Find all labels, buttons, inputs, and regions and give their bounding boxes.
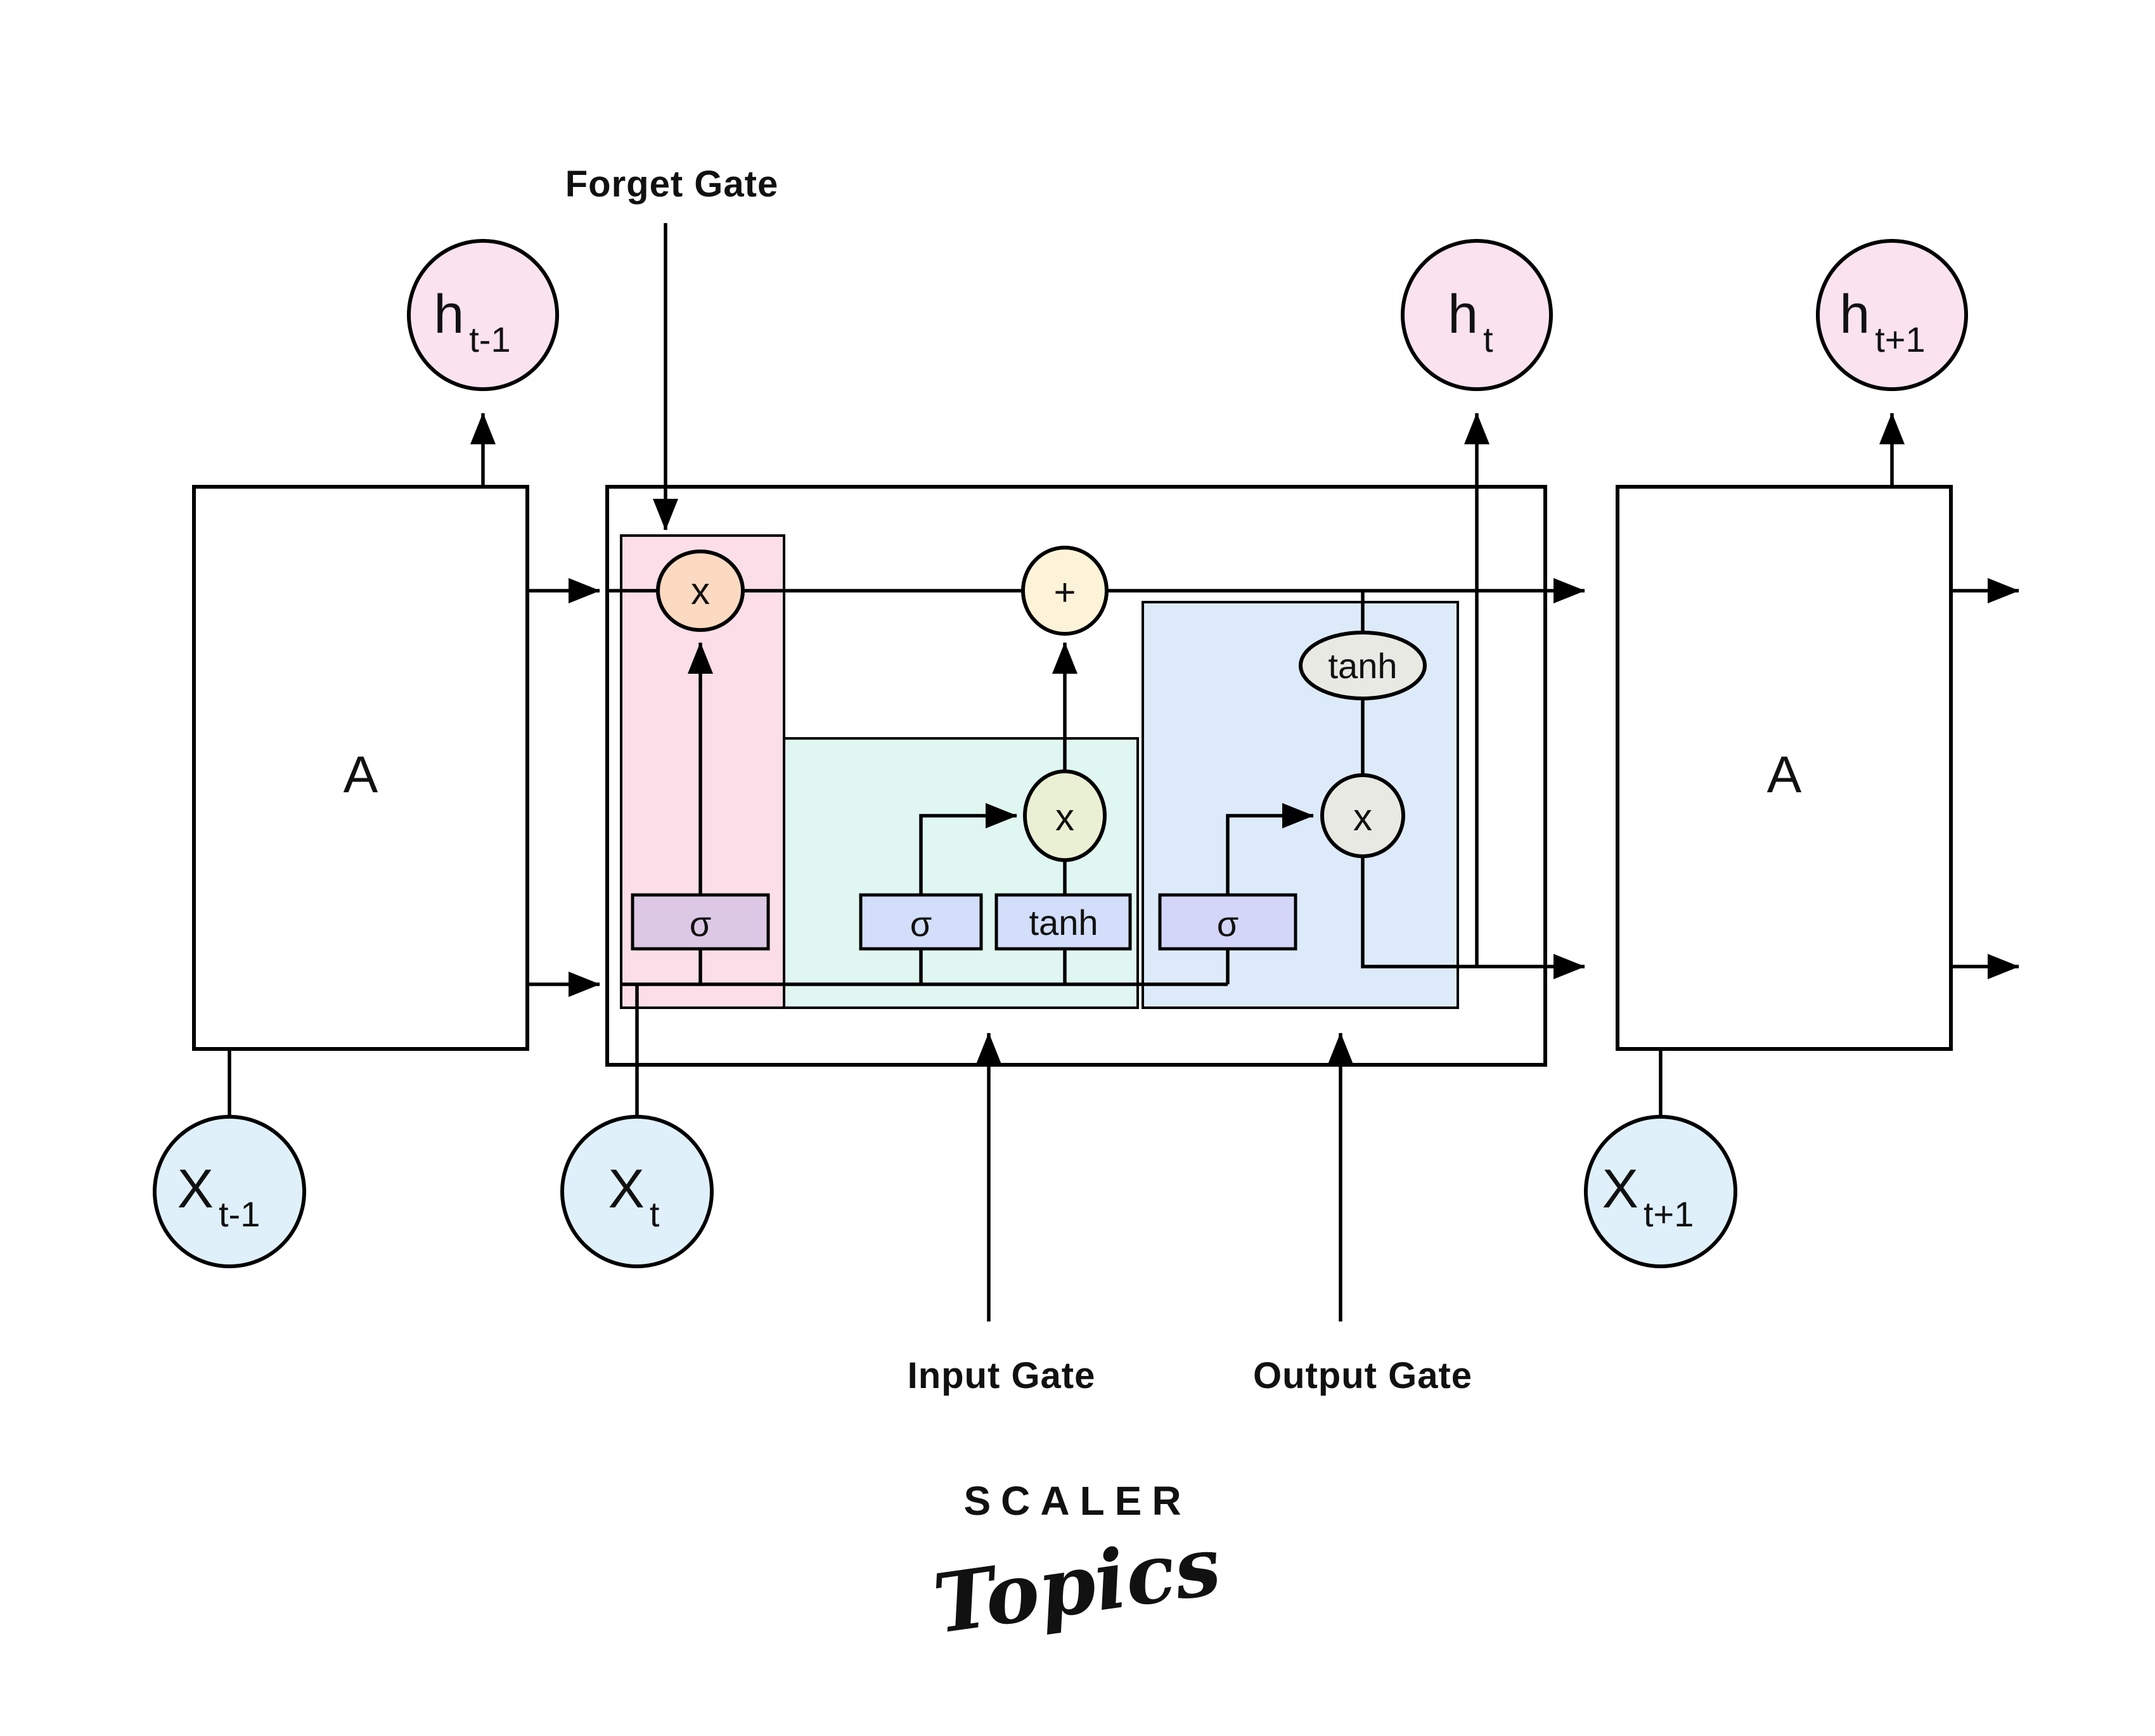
input-sigma-label: σ [910,904,932,944]
add-label: + [1053,571,1076,614]
hidden-output-line [1361,856,1585,979]
text-layer: Forget Gate Input Gate Output Gate A A h… [177,164,1926,1396]
input-tanh-label: tanh [1029,903,1098,942]
right-a-label: A [1767,746,1802,804]
x-t-node [560,1115,714,1268]
scaler-topics-logo: SCALER Topics [928,1478,1226,1652]
h-prev-node [407,239,559,391]
forget-multiply-node [656,550,745,632]
output-tanh-label: tanh [1328,646,1398,686]
add-node [1021,546,1109,636]
output-multiply-node [1320,773,1405,858]
forget-sigma-box [631,893,770,951]
io-nodes [153,239,1968,1268]
output-multiply-label: x [1353,796,1372,839]
output-sigma-label: σ [1217,904,1239,944]
input-multiply-node [1023,769,1107,862]
output-sigma-box [1158,893,1297,951]
forget-sigma-label: σ [690,904,712,944]
x-next-node [1584,1115,1737,1268]
right-a-block [1616,485,1953,1051]
operation-nodes [656,546,1427,862]
x-prev-node [153,1115,306,1268]
input-sigma-box [859,893,983,951]
forget-gate-label: Forget Gate [565,164,779,205]
h-t-node [1401,239,1553,391]
left-a-label: A [344,746,378,804]
output-gate-label: Output Gate [1253,1355,1472,1396]
unit-blocks [192,485,1953,1051]
logo-script-text: Topics [928,1518,1226,1652]
logo-brand-text: SCALER [963,1478,1191,1524]
forget-multiply-label: x [691,570,710,612]
gate-boxes [631,893,1297,951]
input-multiply-label: x [1055,796,1074,839]
output-tanh-node [1299,631,1427,700]
input-sigma-to-multiply-arrow [919,803,1017,895]
input-gate-label: Input Gate [908,1355,1096,1396]
left-a-block [192,485,529,1051]
input-tanh-box [994,893,1132,951]
h-next-node [1816,239,1968,391]
output-sigma-to-multiply-arrow [1226,803,1314,895]
